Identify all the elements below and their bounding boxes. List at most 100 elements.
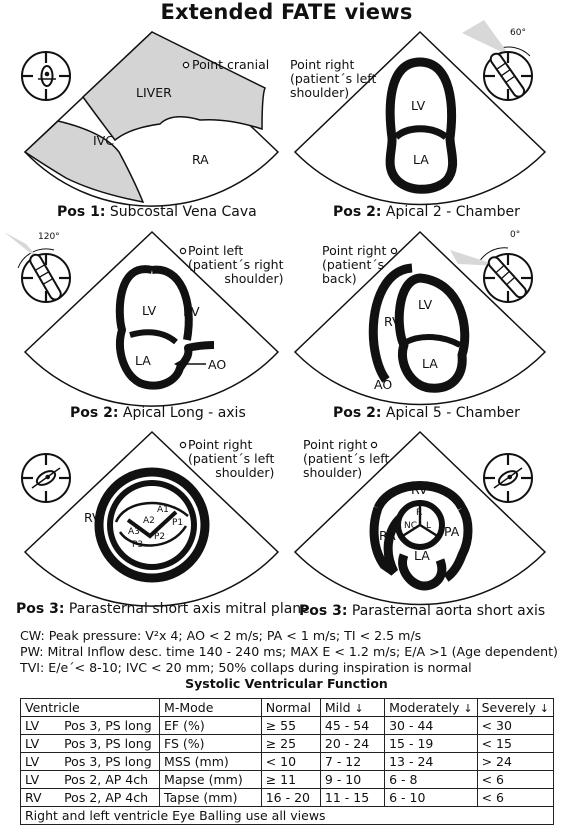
cell-severely: < 6	[477, 789, 553, 807]
cell-moderately: 15 - 19	[385, 735, 478, 753]
pos1-label-ivc: IVC	[93, 133, 114, 148]
header-severely: Severely ↓	[477, 699, 553, 717]
cell-ventricle: RV	[21, 789, 61, 807]
cell-position: Pos 3, PS long	[60, 735, 159, 753]
pos3a-label-a1: A1	[157, 505, 169, 515]
cell-severely: < 30	[477, 717, 553, 735]
formula-tvi: TVI: E/e´< 8-10; IVC < 20 mm; 50% collap…	[20, 660, 472, 675]
table-row: RV Pos 2, AP 4ch Tapse (mm) 16 - 20 11 -…	[21, 789, 554, 807]
cell-mild: 9 - 10	[320, 771, 384, 789]
table-footer: Right and left ventricle Eye Balling use…	[21, 807, 554, 825]
cell-mild: 20 - 24	[320, 735, 384, 753]
cell-position: Pos 3, PS long	[60, 717, 159, 735]
cell-moderately: 6 - 8	[385, 771, 478, 789]
cell-severely: < 6	[477, 771, 553, 789]
pos2b-probe-icon	[4, 232, 70, 302]
pos2c-angle: 0°	[510, 230, 520, 240]
pos3a-label-a3: A3	[128, 527, 140, 537]
pos2c-label-ao: AO	[374, 377, 392, 392]
formula-pw: PW: Mitral Inflow desc. time 140 - 240 m…	[20, 644, 558, 659]
pos3a-label-p1: P1	[172, 518, 183, 528]
cell-moderately: 30 - 44	[385, 717, 478, 735]
pos3b-label-pa: PA	[444, 524, 459, 539]
cell-mild: 11 - 15	[320, 789, 384, 807]
pos2b-label-la: LA	[135, 353, 151, 368]
cell-normal: 16 - 20	[261, 789, 320, 807]
formula-cw: CW: Peak pressure: V²x 4; AO < 2 m/s; PA…	[20, 628, 421, 643]
cell-mmode: FS (%)	[160, 735, 262, 753]
pos2b-label-rv: RV	[183, 304, 200, 319]
pos2c-caption: Pos 2: Apical 5 - Chamber	[333, 405, 520, 421]
cell-moderately: 13 - 24	[385, 753, 478, 771]
pos2a-label-lv: LV	[411, 98, 425, 113]
cell-mmode: Tapse (mm)	[160, 789, 262, 807]
pos2a-note: Point right (patient´s left shoulder)	[290, 58, 376, 100]
pos3a-probe-icon	[22, 454, 70, 502]
cell-position: Pos 3, PS long	[60, 753, 159, 771]
pos2b-note: Point left (patient´s right shoulder)	[188, 244, 283, 286]
cell-severely: > 24	[477, 753, 553, 771]
cell-mild: 45 - 54	[320, 717, 384, 735]
table-footer-row: Right and left ventricle Eye Balling use…	[21, 807, 554, 825]
pos3b-label-rv: RV	[411, 482, 428, 497]
cell-moderately: 6 - 10	[385, 789, 478, 807]
cell-mild: 7 - 12	[320, 753, 384, 771]
cell-normal: < 10	[261, 753, 320, 771]
pos3b-probe-icon	[484, 454, 532, 502]
pos3a-label-p2: P2	[154, 532, 165, 542]
header-ventricle: Ventricle	[21, 699, 160, 717]
pos1-probe-icon	[22, 52, 70, 100]
pos2c-label-rv: RV	[384, 314, 401, 329]
cell-mmode: EF (%)	[160, 717, 262, 735]
table-row: LV Pos 3, PS long MSS (mm) < 10 7 - 12 1…	[21, 753, 554, 771]
cell-mmode: Mapse (mm)	[160, 771, 262, 789]
pos2c-note: Point right (patient´s back)	[322, 244, 386, 286]
cell-position: Pos 2, AP 4ch	[60, 789, 159, 807]
pos3b-label-r: R	[416, 508, 422, 518]
pos3b-label-la: LA	[414, 548, 430, 563]
pos2b-angle: 120°	[38, 232, 60, 242]
cell-severely: < 15	[477, 735, 553, 753]
cell-mmode: MSS (mm)	[160, 753, 262, 771]
pos3a-caption: Pos 3: Parasternal short axis mitral pla…	[16, 601, 310, 617]
pos2b-label-lv: LV	[142, 303, 156, 318]
header-mild: Mild ↓	[320, 699, 384, 717]
cell-ventricle: LV	[21, 753, 61, 771]
pos3a-note: Point right (patient´s left shoulder)	[188, 438, 274, 480]
arrow-down-icon: ↓	[463, 702, 472, 715]
pos3b-label-nc: NC	[404, 521, 417, 531]
table-row: LV Pos 3, PS long FS (%) ≥ 25 20 - 24 15…	[21, 735, 554, 753]
header-mmode: M-Mode	[160, 699, 262, 717]
pos2b-caption: Pos 2: Apical Long - axis	[70, 405, 246, 421]
pos2a-caption: Pos 2: Apical 2 - Chamber	[333, 204, 520, 220]
arrow-down-icon: ↓	[355, 702, 364, 715]
table-header-row: Ventricle M-Mode Normal Mild ↓ Moderatel…	[21, 699, 554, 717]
table-title: Systolic Ventricular Function	[0, 676, 573, 691]
cell-ventricle: LV	[21, 735, 61, 753]
pos1-note: Point cranial	[192, 58, 269, 72]
pos2c-label-lv: LV	[418, 297, 432, 312]
pos3a-label-a2: A2	[143, 516, 155, 526]
header-normal: Normal	[261, 699, 320, 717]
pos3b-note: Point right (patient´s left shoulder)	[303, 438, 389, 480]
pos3b-label-l: L	[426, 521, 431, 531]
cell-ventricle: LV	[21, 771, 61, 789]
pos1-label-liver: LIVER	[136, 85, 172, 100]
table-row: LV Pos 3, PS long EF (%) ≥ 55 45 - 54 30…	[21, 717, 554, 735]
cell-position: Pos 2, AP 4ch	[60, 771, 159, 789]
fate-diagrams	[0, 0, 573, 620]
pos1-caption: Pos 1: Subcostal Vena Cava	[57, 204, 257, 220]
pos2b-label-ao: AO	[208, 357, 226, 372]
pos3b-label-ra: RA	[379, 528, 396, 543]
cell-ventricle: LV	[21, 717, 61, 735]
cell-normal: ≥ 11	[261, 771, 320, 789]
pos1-label-ra: RA	[192, 152, 209, 167]
pos3a-label-p3: P3	[132, 540, 143, 550]
pos2c-label-la: LA	[422, 356, 438, 371]
pos3a-label-rv: RV	[84, 510, 101, 525]
pos2a-angle: 60°	[510, 28, 526, 38]
pos3b-caption: Pos 3: Parasternal aorta short axis	[299, 603, 545, 619]
cell-normal: ≥ 55	[261, 717, 320, 735]
pos2a-label-la: LA	[413, 152, 429, 167]
header-moderately: Moderately ↓	[385, 699, 478, 717]
